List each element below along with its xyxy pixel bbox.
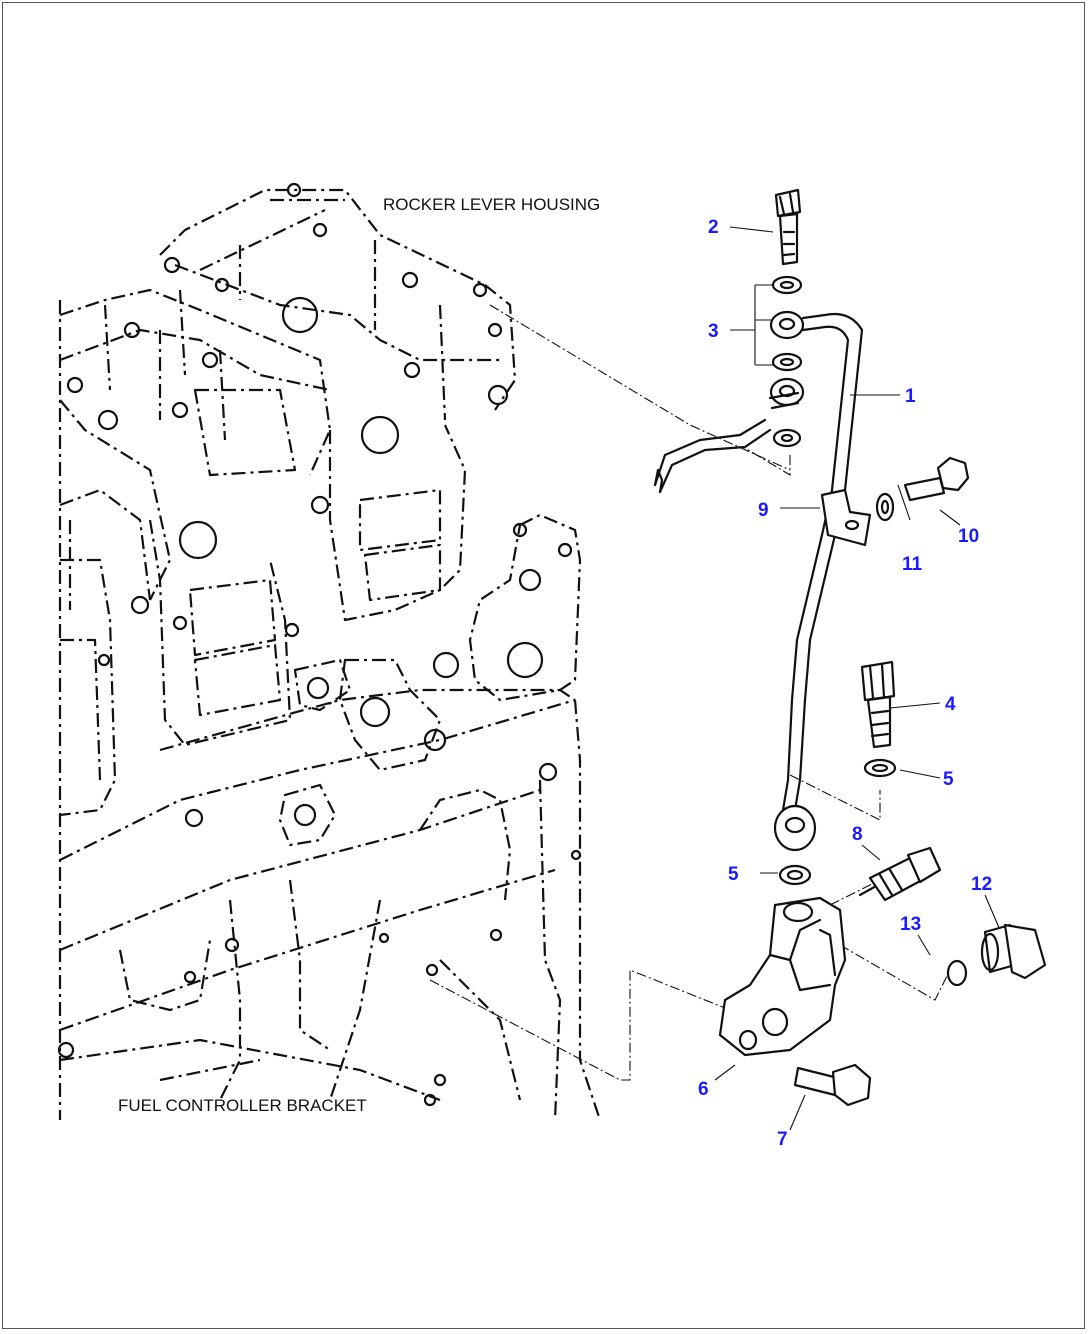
part-6-bracket [718, 896, 847, 1057]
engine-block-holes [57, 182, 582, 1107]
part-11-washer [875, 492, 895, 522]
callout-13: 13 [900, 914, 921, 935]
callout-2: 2 [708, 217, 719, 238]
part-2-banjo-bolt [774, 188, 802, 266]
part-5-gaskets [778, 758, 897, 886]
caption-fuel-controller-bracket: FUEL CONTROLLER BRACKET [118, 1096, 367, 1115]
part-1-tube [768, 312, 864, 852]
callout-3: 3 [708, 321, 719, 342]
part-10-flange-bolt [903, 456, 970, 502]
callout-12: 12 [971, 874, 992, 895]
callout-4: 4 [945, 694, 956, 715]
part-4-banjo-bolt [860, 660, 896, 749]
callout-9: 9 [758, 500, 769, 521]
part-7-bolt [793, 1063, 872, 1107]
part-3-gaskets [769, 275, 805, 448]
part-12-connector [980, 923, 1047, 980]
part-13-o-ring [946, 959, 968, 987]
callout-10: 10 [958, 526, 979, 547]
part-9-clip [820, 488, 872, 547]
callout-1: 1 [905, 386, 916, 407]
callout-6: 6 [698, 1079, 709, 1100]
callout-8: 8 [852, 824, 863, 845]
callout-7: 7 [777, 1129, 788, 1150]
part-8-sensor [858, 846, 942, 902]
engine-block-illustration [58, 188, 602, 1121]
assembly-lines [429, 226, 1001, 1131]
callout-11: 11 [902, 554, 923, 575]
callout-5-upper: 5 [943, 769, 954, 790]
callout-5-lower: 5 [728, 864, 739, 885]
existing-hose-stub [653, 418, 772, 494]
caption-rocker-lever-housing: ROCKER LEVER HOUSING [383, 195, 600, 214]
